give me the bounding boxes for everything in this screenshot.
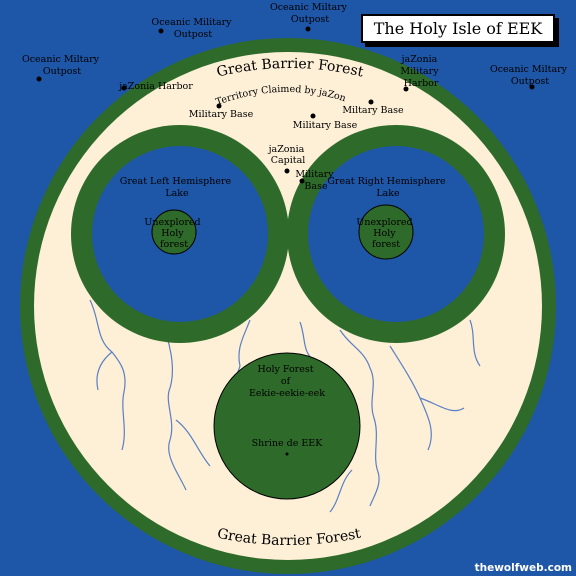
outpost-marker	[36, 76, 42, 82]
capital-label: jaZonia Capital	[268, 144, 308, 166]
holy-forest	[213, 352, 361, 500]
map-title: The Holy Isle of EEK	[361, 14, 555, 43]
left-unexplored-forest	[151, 209, 197, 255]
outpost-label: Oceanic Miltary Outpost	[490, 64, 570, 87]
location-markers	[36, 26, 535, 456]
military-base-label: Miltary Base	[342, 105, 404, 116]
outpost-label: Oceanic Miltary Outpost	[270, 2, 350, 25]
shrine-label: Shrine de EEK	[252, 438, 324, 449]
capital-marker	[284, 168, 290, 174]
military-base-label: Military Base	[189, 109, 254, 120]
left-forest-label: Unexplored Holy forest	[144, 217, 203, 250]
base-marker	[310, 113, 316, 119]
watermark: thewolfweb.com	[475, 562, 572, 574]
outpost-marker	[158, 28, 164, 34]
outpost-marker	[529, 84, 535, 90]
harbor-label: jaZonia Military Harbor	[400, 54, 441, 89]
military-base-label: Military Base	[295, 169, 336, 192]
left-lake-label: Great Left Hemisphere Lake	[120, 176, 234, 199]
base-marker	[216, 103, 222, 109]
holy-forest-label: Holy Forest of Eekie-eekie-eek	[249, 364, 325, 399]
harbor-label: jaZonia Harbor	[118, 81, 193, 92]
military-base-label: Military Base	[293, 120, 358, 131]
harbor-marker	[403, 86, 409, 92]
shrine-marker	[285, 452, 289, 456]
base-marker	[368, 99, 374, 105]
right-lake-label: Great Right Hemisphere Lake	[327, 176, 448, 199]
right-forest-label: Unexplored Holy forest	[356, 217, 415, 250]
outpost-label: Oceanic Miltary Outpost	[22, 54, 102, 77]
harbor-marker	[121, 85, 127, 91]
right-unexplored-forest	[358, 204, 414, 260]
outpost-label: Oceanic Military Outpost	[151, 17, 234, 40]
barrier-label-bottom: Great Barrier Forest	[216, 526, 363, 549]
base-marker	[299, 178, 305, 184]
outpost-marker	[305, 26, 311, 32]
